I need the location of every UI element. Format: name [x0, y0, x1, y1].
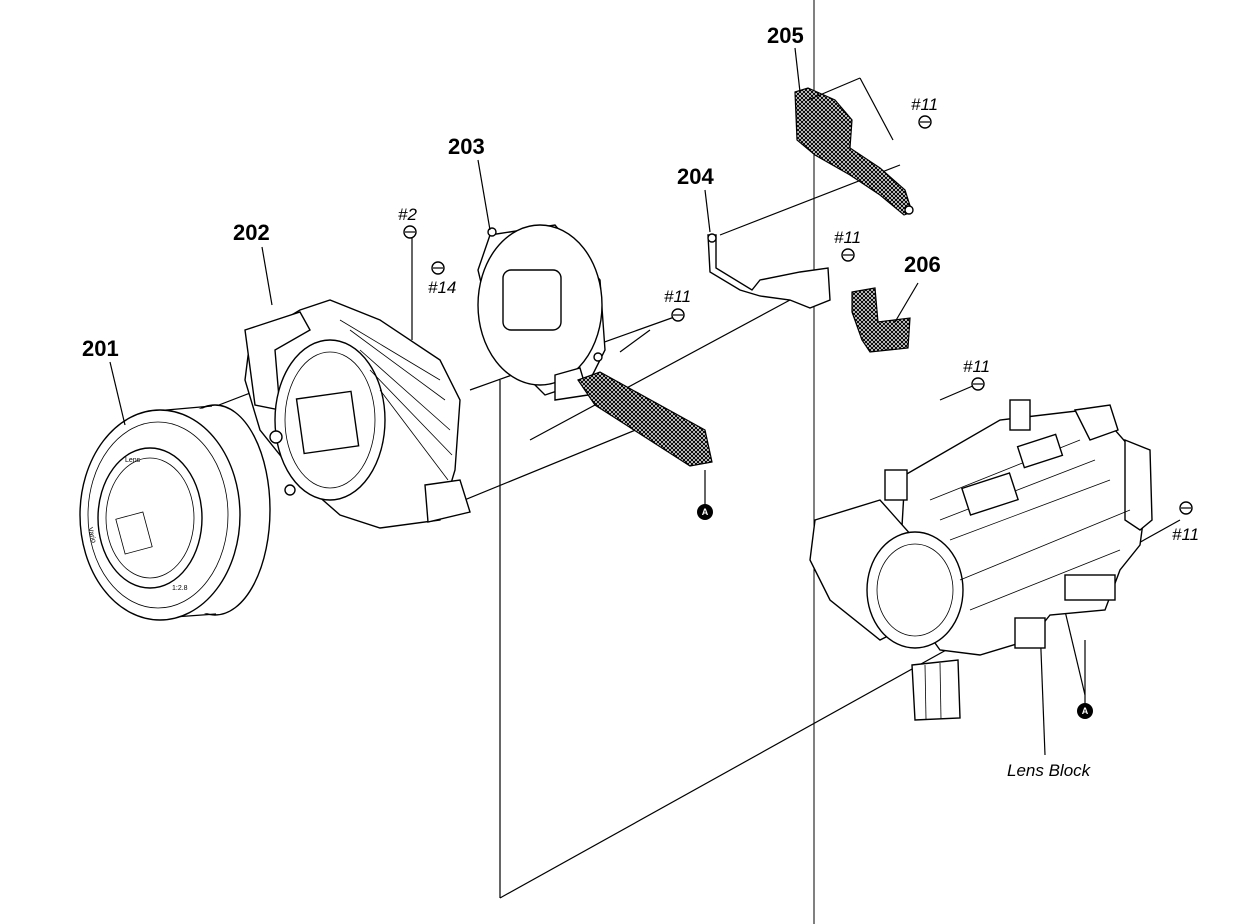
part-label-201: 201	[82, 336, 119, 361]
part-label-205: 205	[767, 23, 804, 48]
part-203-mount-ring	[477, 224, 713, 467]
part-204-bracket	[707, 233, 831, 309]
part-label-204: 204	[677, 164, 714, 189]
ref-a1-label: A	[702, 507, 709, 517]
screw-label-2: #2	[398, 205, 417, 224]
label-leader-lines	[109, 47, 801, 426]
lens-ring-text: Lens	[125, 457, 141, 464]
screw-label-14: #14	[428, 278, 456, 297]
screw-icon-11-e	[1179, 501, 1193, 515]
lens-ring-text-3: 1:2.8	[172, 585, 188, 592]
screw-label-11-e: #11	[1172, 525, 1199, 544]
screw-label-11-a: #11	[664, 287, 691, 306]
part-label-202: 202	[233, 220, 270, 245]
screw-icon-11-c	[918, 115, 932, 129]
screw-markers	[403, 115, 1193, 515]
screw-icon-11-a	[671, 308, 685, 322]
screw-icon-14	[431, 261, 445, 275]
screw-label-11-c: #11	[911, 95, 938, 114]
screw-label-11-b: #11	[834, 228, 861, 247]
lens-block-label: Lens Block	[1007, 761, 1092, 780]
part-202-lens-housing	[244, 299, 471, 529]
ref-a2-label: A	[1082, 706, 1089, 716]
lens-block-assembly	[809, 399, 1153, 721]
connector-ref-a-2: A	[1077, 640, 1093, 719]
screw-label-11-d: #11	[963, 357, 990, 376]
part-201-lens-ring: Lens Vario 1:2.8	[79, 404, 271, 621]
lens-ring-text-2: Vario	[86, 527, 97, 544]
part-label-203: 203	[448, 134, 485, 159]
screw-icon-11-d	[971, 377, 985, 391]
part-206-sheet	[851, 282, 919, 353]
part-205-flex-circuit	[794, 77, 914, 216]
connector-ref-a-1: A	[697, 470, 713, 520]
part-label-206: 206	[904, 252, 941, 277]
screw-icon-11-b	[841, 248, 855, 262]
screw-icon-2	[403, 225, 417, 239]
